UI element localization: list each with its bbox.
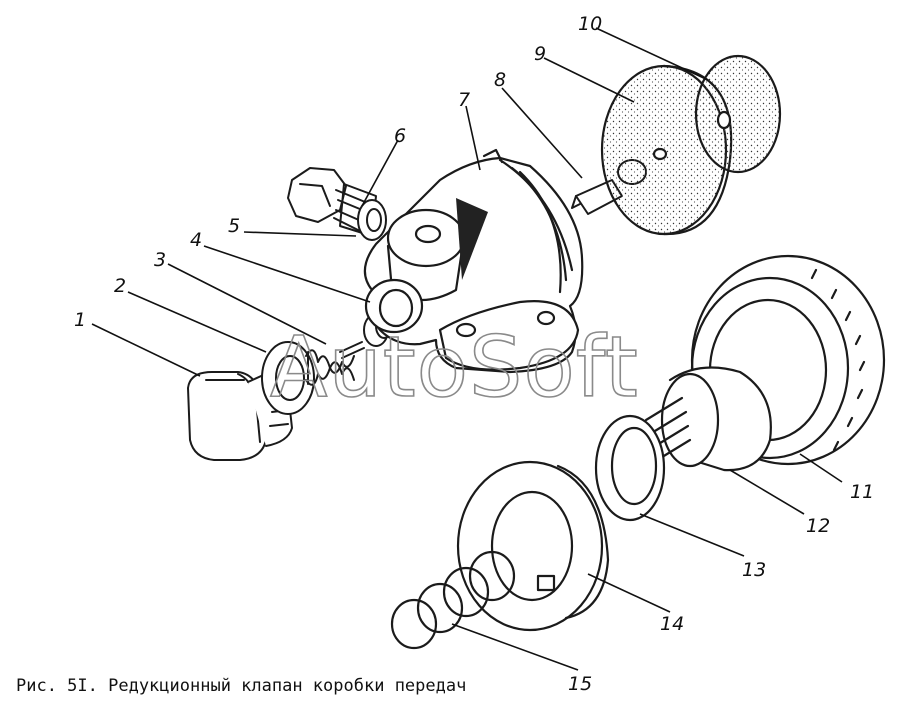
part-14-cap [456,460,610,632]
part-2-washer [261,341,315,415]
callout-15: 15 [568,673,592,695]
callout-1: 1 [74,309,86,331]
callout-labels: 1 2 3 4 5 6 7 8 9 10 11 12 13 14 15 [74,13,874,695]
part-13-ring [594,414,666,522]
watermark-text: AutoSoft [270,318,639,416]
callout-2: 2 [114,275,126,297]
callout-14: 14 [660,613,684,635]
callout-3: 3 [154,249,166,271]
part-12-sleeve [644,366,772,472]
leader-lines [91,27,843,671]
part-10-cover [694,54,782,174]
callout-12: 12 [806,515,830,537]
valve-housing [363,148,584,374]
callout-10: 10 [578,13,602,35]
callout-6: 6 [394,125,406,147]
part-5-washer [357,199,387,241]
part-15-spring [390,550,516,650]
callout-9: 9 [534,43,546,65]
callout-5: 5 [228,215,240,237]
part-9-disc [600,64,733,236]
callout-13: 13 [742,559,766,581]
figure-caption: Рис. 5I. Редукционный клапан коробки пер… [16,676,467,696]
callout-8: 8 [494,69,506,91]
callout-4: 4 [190,229,202,251]
callout-11: 11 [850,481,874,503]
part-3-spring [305,349,355,386]
callout-7: 7 [458,89,470,111]
